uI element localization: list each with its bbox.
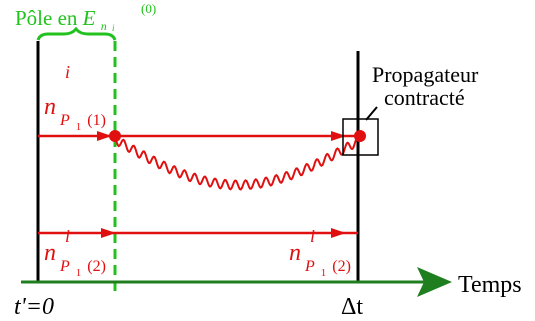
photon-wavy-line — [115, 135, 361, 191]
top-red-arrow-right — [331, 131, 346, 141]
pole-label-prefix: Pôle en — [15, 6, 83, 30]
time-axis-label: Temps — [458, 272, 522, 298]
propagator-label-line1: Propagateur — [372, 62, 479, 87]
bottom-red-arrow-left — [101, 228, 116, 238]
bottom-left-label-base: n — [44, 240, 56, 266]
bottom-right-label-base: n — [289, 240, 301, 266]
right-vertex-dot — [354, 130, 366, 142]
bottom-right-label-sub-index: 1 — [321, 267, 327, 279]
bottom-left-label-sub-letter: P — [59, 258, 70, 275]
propagator-label-line2: contracté — [384, 85, 465, 110]
pole-energy-sup: (0) — [141, 1, 156, 16]
bottom-left-label-sub-index: 1 — [76, 267, 82, 279]
left-vertex-dot — [109, 130, 121, 142]
pole-energy-sub: n — [101, 19, 107, 33]
top-line-label: n P 1 (1) — [44, 94, 106, 136]
bottom-right-label: n P 1 (2) — [289, 240, 351, 282]
end-time-label: Δt — [341, 294, 363, 320]
bottom-left-label-sub-paren: (2) — [87, 258, 106, 275]
contracted-propagator-pointer — [365, 106, 378, 121]
top-line-label-sub-index: 1 — [76, 121, 82, 133]
start-time-label: t'=0 — [14, 294, 54, 320]
top-line-label-sub-paren: (1) — [87, 112, 106, 129]
pole-label: Pôle en E n i — [15, 6, 115, 35]
pole-energy-symbol: E — [82, 6, 96, 30]
top-red-arrow-left — [97, 131, 112, 141]
top-line-label-sub-letter: P — [59, 112, 70, 129]
time-axis-arrow — [417, 267, 452, 297]
bottom-left-label: n P 1 (2) — [44, 240, 106, 282]
bottom-right-label-sub-letter: P — [304, 258, 315, 275]
top-line-label-sup: i — [65, 62, 70, 82]
top-line-label-base: n — [44, 94, 56, 120]
contracted-propagator-box — [342, 118, 379, 156]
bottom-right-label-sup: i — [310, 226, 315, 246]
bottom-left-label-sup: i — [65, 226, 70, 246]
bottom-red-arrow-right — [331, 228, 346, 238]
bottom-right-label-sub-paren: (2) — [332, 258, 351, 275]
pole-energy-sub-index: i — [112, 23, 115, 33]
pole-brace — [36, 26, 117, 41]
